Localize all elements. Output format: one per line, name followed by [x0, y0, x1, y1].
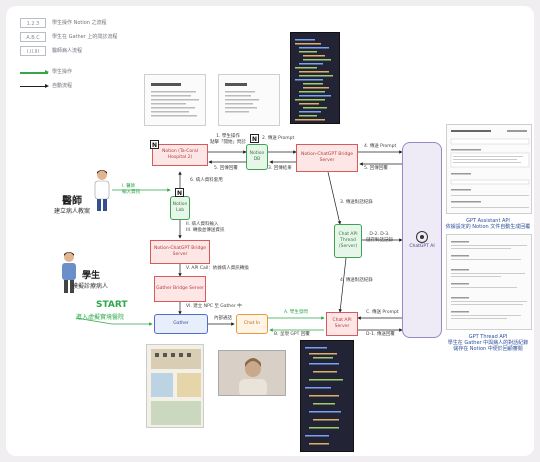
node-chatgpt-ai: ChatGPT AI: [402, 142, 442, 338]
edge-label-inner: 內部通話: [214, 316, 232, 321]
legend-text-3: 醫師病人流程: [52, 48, 83, 54]
edge-label-D: D-1. 傳送回覆: [366, 332, 395, 337]
legend-text-student: 學生操作: [52, 69, 73, 75]
doctor-figure-icon: [94, 170, 110, 211]
student-subtitle: 模擬診療病人: [72, 283, 109, 290]
notion-logo-icon: N: [150, 140, 159, 149]
start-subtitle: 進入虛擬實境醫院: [76, 314, 125, 321]
edge-label-5: 5. 回傳回覆: [214, 166, 238, 171]
notion-doc-screenshot-2: [218, 74, 280, 126]
node-chat-in: Chat In: [236, 314, 268, 334]
legend-line-auto: [20, 86, 46, 87]
assistant-api-caption: GPT Assistant API 依據設定的 Notion 文件自動生成回覆: [445, 218, 531, 230]
thread-api-caption: GPT Thread API 學生在 Gather 中與病人的對話紀錄 儲存在 …: [447, 334, 529, 352]
legend-arrow-auto: [45, 84, 49, 88]
code-screenshot-top: [290, 32, 340, 124]
edge-label-3: 3. 回傳結果: [268, 166, 292, 171]
student-figure-icon: [62, 252, 76, 293]
node-notion-chatgpt-bridge: Notion-ChatGPT Bridge Server: [296, 144, 358, 172]
legend-code-2: A.B.C: [20, 32, 46, 42]
edge-label-5b: 5. 回傳回覆: [364, 166, 388, 171]
legend-text-auto: 自動流程: [52, 83, 73, 89]
legend-code-1: 1.2.3: [20, 18, 46, 28]
edge-label-D2: D-2. D-3. 儲存對話記錄: [366, 232, 393, 243]
notion-lab-logo-icon: N: [175, 188, 184, 197]
edge-label-thread-2: 4. 傳送對話紀錄: [340, 278, 373, 283]
node-chat-api-server: Chat API Server: [326, 312, 358, 336]
legend-text-1: 學生操作 Notion 之流程: [52, 20, 107, 26]
chatgpt-logo-icon: [416, 231, 428, 243]
notion-doc-screenshot-1: [144, 74, 206, 126]
edge-label-4: 4. 傳送 Prompt: [364, 144, 397, 149]
edge-label-V: V. API Call：依據病人資訊轉換: [186, 266, 249, 271]
edge-label-B: B. 呈現 GPT 回覆: [274, 332, 310, 337]
code-screenshot-bottom: [300, 340, 354, 452]
node-gather: Gather: [154, 314, 208, 334]
edge-label-VI: VI. 建立 NPC 至 Gather 中: [186, 304, 242, 309]
thread-api-screenshot: [446, 234, 532, 330]
edge-label-6: 6. 病人資料套用: [190, 178, 223, 183]
edge-label-1: 1. 學生操作 點擊「開始」問診: [210, 134, 246, 145]
edge-label-I: I. 醫師 輸入資訊: [122, 184, 140, 195]
legend-arrow-student: [45, 70, 49, 74]
legend-code-3: I.II.III: [20, 46, 46, 56]
student-title: 學生: [82, 271, 101, 281]
edge-label-2: 2. 傳送 Prompt: [262, 136, 295, 141]
edge-label-C: C. 傳送 Prompt: [366, 310, 399, 315]
edge-label-thread-1: 3. 傳送對話紀錄: [340, 200, 373, 205]
node-chatgpt-ai-label: ChatGPT AI: [409, 244, 435, 249]
assistant-api-screenshot: [446, 124, 532, 214]
legend-text-2: 學生在 Gather 上的問診流程: [52, 34, 118, 40]
node-notion-hospital: Notion (Ta-Coral Hospital 2): [152, 144, 208, 166]
video-call-screenshot: [218, 350, 286, 396]
notion-db-logo-icon: N: [250, 134, 259, 143]
start-title: START: [96, 300, 128, 310]
hospital-map-screenshot: [146, 344, 204, 428]
doctor-subtitle: 建立病人教案: [54, 208, 91, 215]
edge-label-A: A. 學生發問: [284, 310, 308, 315]
node-notion-lab: Notion Lab: [170, 196, 190, 220]
edge-label-II: II. 病人資料輸入 III. 轉換並傳送資訊: [186, 222, 225, 233]
node-notion-chatgpt-bridge-2: Notion-ChatGPT Bridge Server: [150, 240, 210, 264]
node-gather-bridge: Gather Bridge Server: [154, 276, 206, 302]
doctor-title: 醫師: [62, 196, 82, 207]
node-notion-db: Notion DB: [246, 144, 268, 170]
node-chat-api-thread: Chat API Thread (Server): [334, 224, 362, 258]
